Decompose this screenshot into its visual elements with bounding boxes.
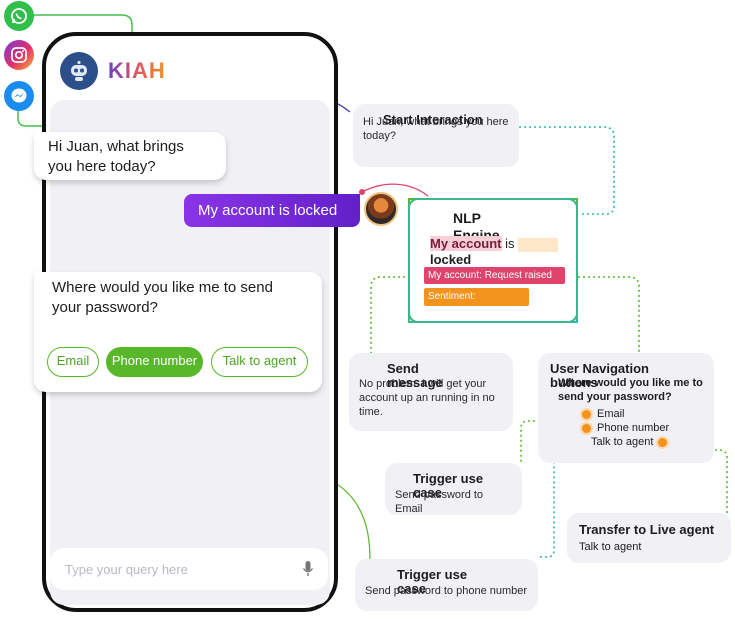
trigger-phone-body: Send password to phone number [365,585,528,597]
nlp-text-is: is [505,236,515,251]
user-message-bubble: My account is locked [184,194,360,227]
option-email-button[interactable]: Email [47,347,99,377]
trigger-email-title: Trigger use case [413,471,484,500]
nlp-tag-sentiment: Sentiment: [424,288,529,306]
trigger-email-body: Send password to Email [395,489,484,515]
whatsapp-icon[interactable] [4,1,34,31]
greeting-text: Hi Juan, what brings you here today? [48,138,184,175]
query-input[interactable]: Type your query here [50,548,328,590]
transfer-card-body: Talk to agent [579,541,642,553]
dot-icon [580,421,593,435]
user-message-text: My account is locked [198,202,338,219]
option-phone-button[interactable]: Phone number [106,347,203,377]
user-navigation-card: User Navigation buttons Where would you … [538,353,714,463]
start-card-body: Hi Juan, what brings you here today? [363,116,509,142]
trigger-phone-card: Trigger use case Send password to phone … [355,559,538,611]
nav-option-agent: Talk to agent [548,435,704,449]
nlp-highlight-blank [518,237,559,252]
trigger-email-card: Trigger use case Send password to Email [385,463,522,515]
query-placeholder: Type your query here [65,562,188,577]
send-card-title: Send message [387,361,443,390]
start-card-title: Start Interaction [383,112,483,127]
bot-greeting-bubble: Hi Juan, what brings you here today? [34,132,226,180]
microphone-icon[interactable] [302,560,314,583]
dot-icon [580,407,593,421]
bot-avatar [60,52,98,90]
send-message-card: Send message No problem. I will get your… [349,353,513,431]
brand-title: KIAH [108,58,166,83]
nav-card-question: Where would you like me to send your pas… [558,377,703,403]
start-interaction-card: Start Interaction Hi Juan, what brings y… [353,104,519,167]
transfer-agent-card: Transfer to Live agent Talk to agent [567,513,731,563]
user-avatar [364,192,398,226]
nlp-text-locked: locked [430,252,472,267]
nav-option-email: Email [548,407,704,421]
nav-option-phone: Phone number [548,421,704,435]
nav-card-title: User Navigation buttons [550,361,649,390]
messenger-icon[interactable] [4,81,34,111]
nlp-highlight-entity: My account [430,236,502,251]
nlp-tag-request: My account: Request raised [424,267,565,284]
option-agent-button[interactable]: Talk to agent [211,347,308,377]
question-text: Where would you like me to send your pas… [52,279,273,316]
nlp-parsed-text: My account is locked [430,236,570,268]
nlp-engine-border [408,198,578,323]
dot-icon [656,435,670,449]
send-card-body: No problem. I will get your account up a… [359,378,495,418]
trigger-phone-title: Trigger use case [397,567,468,596]
transfer-card-title: Transfer to Live agent Talk to agent [579,522,715,553]
instagram-icon[interactable] [4,40,34,70]
